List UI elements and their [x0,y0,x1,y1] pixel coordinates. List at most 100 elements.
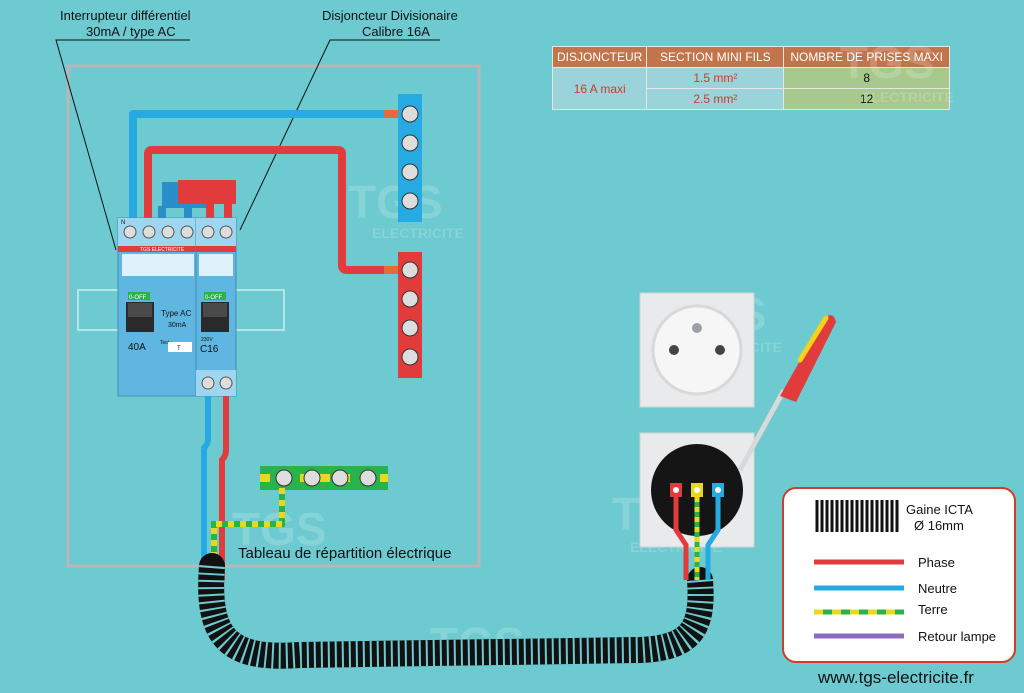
legend-sheath-diameter: Ø 16mm [914,518,964,533]
breaker-window [199,254,233,276]
screw-terminal [401,348,419,366]
off-indicator [204,292,226,300]
phase-terminal-bar [398,252,422,378]
neutral-wire [705,497,721,580]
rcd-window [122,254,194,276]
leader-line [239,39,440,231]
screw-terminal [401,134,419,152]
rcd-toggle-slot [128,303,152,317]
wire-end [384,266,400,274]
breaker-voltage: 230V [201,337,213,343]
socket-front [639,292,755,408]
terminal-screw [715,487,721,493]
rcd-label: Interrupteur différentiel [60,8,191,23]
screw-terminal [401,192,419,210]
rcd-module: N TGS ELECTRICITE 0-OFF Type AC 30mA 40A… [117,217,197,397]
neutral-terminal-bar [398,94,422,222]
conduit-ribs [198,564,714,669]
watermark: TGS [840,36,935,88]
screwdriver-grip [797,315,829,363]
brand-strip [118,246,196,252]
table-cell-prises: 12 [783,88,950,110]
conduit-body [198,553,714,669]
table-header: SECTION MINI FILS [646,46,785,68]
cable-section-table: DISJONCTEUR SECTION MINI FILS NOMBRE DE … [551,46,950,110]
rcd-sensitivity: 30mA [168,322,187,329]
screw-terminal [401,163,419,181]
table-cell-section: 2.5 mm² [646,88,785,110]
table-row: 2.5 mm² 12 [553,88,950,110]
off-indicator-text: 0-OFF [205,295,223,301]
sheath-icon [815,500,899,532]
screw-terminal [219,225,233,239]
screw-terminal [275,469,293,487]
legend-label-phase: Phase [918,555,955,570]
brand-strip-text: TGS ELECTRICITE [140,247,185,253]
comb-tooth [158,206,166,220]
legend-label-earth: Terre [918,602,948,617]
comb-tooth [184,206,192,220]
phase-wire [673,497,689,580]
off-indicator [128,292,150,300]
phase-wire [144,146,388,274]
rcd-rating: 40A [128,342,146,353]
brand-strip [196,246,236,252]
legend-graphics: Gaine ICTA Ø 16mm Phase Neutre Terre Ret… [814,500,996,644]
watermark: ELECTRICITE [372,225,464,241]
watermark: ELECTRICITE [862,89,954,105]
website-url[interactable]: www.tgs-electricite.fr [818,668,974,687]
table-header: NOMBRE DE PRISES MAXI [783,46,950,68]
terminal-mark: N [121,220,125,226]
breaker-label: Calibre 16A [362,24,430,39]
earth-terminal-bar [260,466,388,490]
neutral-wire [201,396,211,580]
screwdriver-icon [737,315,836,472]
table-header: DISJONCTEUR [551,46,648,68]
table-header-row: DISJONCTEUR SECTION MINI FILS NOMBRE DE … [551,46,950,68]
socket-hole [715,345,725,355]
breaker-rating: C16 [200,344,219,355]
breaker-label: Disjoncteur Divisionaire [322,8,458,23]
rcd-test-label: Test [160,340,170,346]
screwdriver-shaft [737,388,787,472]
comb-tooth [224,204,232,220]
screw-terminal [331,469,349,487]
comb-tooth [206,204,214,220]
screw-terminal [180,225,194,239]
panel-title: Tableau de répartition électrique [238,545,451,562]
screw-terminal [401,261,419,279]
breaker-module: 0-OFF 230V C16 [195,217,237,397]
screw-terminal [161,225,175,239]
table-row: 16 A maxi 1.5 mm² 8 [551,67,950,110]
screw-terminal [201,225,215,239]
off-indicator-text: 0-OFF [129,295,147,301]
leader-line [55,39,190,251]
table-cell-breaker: 16 A maxi [551,67,648,110]
socket-well [651,304,743,396]
terminal-screw [673,487,679,493]
phase-wire [219,396,229,580]
panel-frame [66,64,481,568]
legend-label-neutral: Neutre [918,581,957,596]
screw-terminal [219,376,233,390]
screw-terminal [123,225,137,239]
comb-bridge [178,180,236,204]
terminal-screw [694,487,700,493]
rcd-test-button [168,342,192,352]
neutral-wire [129,110,388,218]
screw-terminal [303,469,321,487]
table-cell-section: 1.5 mm² [646,67,785,89]
screw-terminal [359,469,377,487]
screw-terminal [401,105,419,123]
screw-terminal [201,376,215,390]
rcd-type: Type AC [161,309,191,318]
rcd-test-button-label: T [177,346,181,352]
icta-conduit [198,553,714,669]
rcd-label: 30mA / type AC [86,24,176,39]
socket-earth-pin [692,323,702,333]
legend-sheath-title: Gaine ICTA [906,502,973,517]
earth-wire [211,488,285,580]
wire-end [384,110,400,118]
screw-terminal [401,290,419,308]
